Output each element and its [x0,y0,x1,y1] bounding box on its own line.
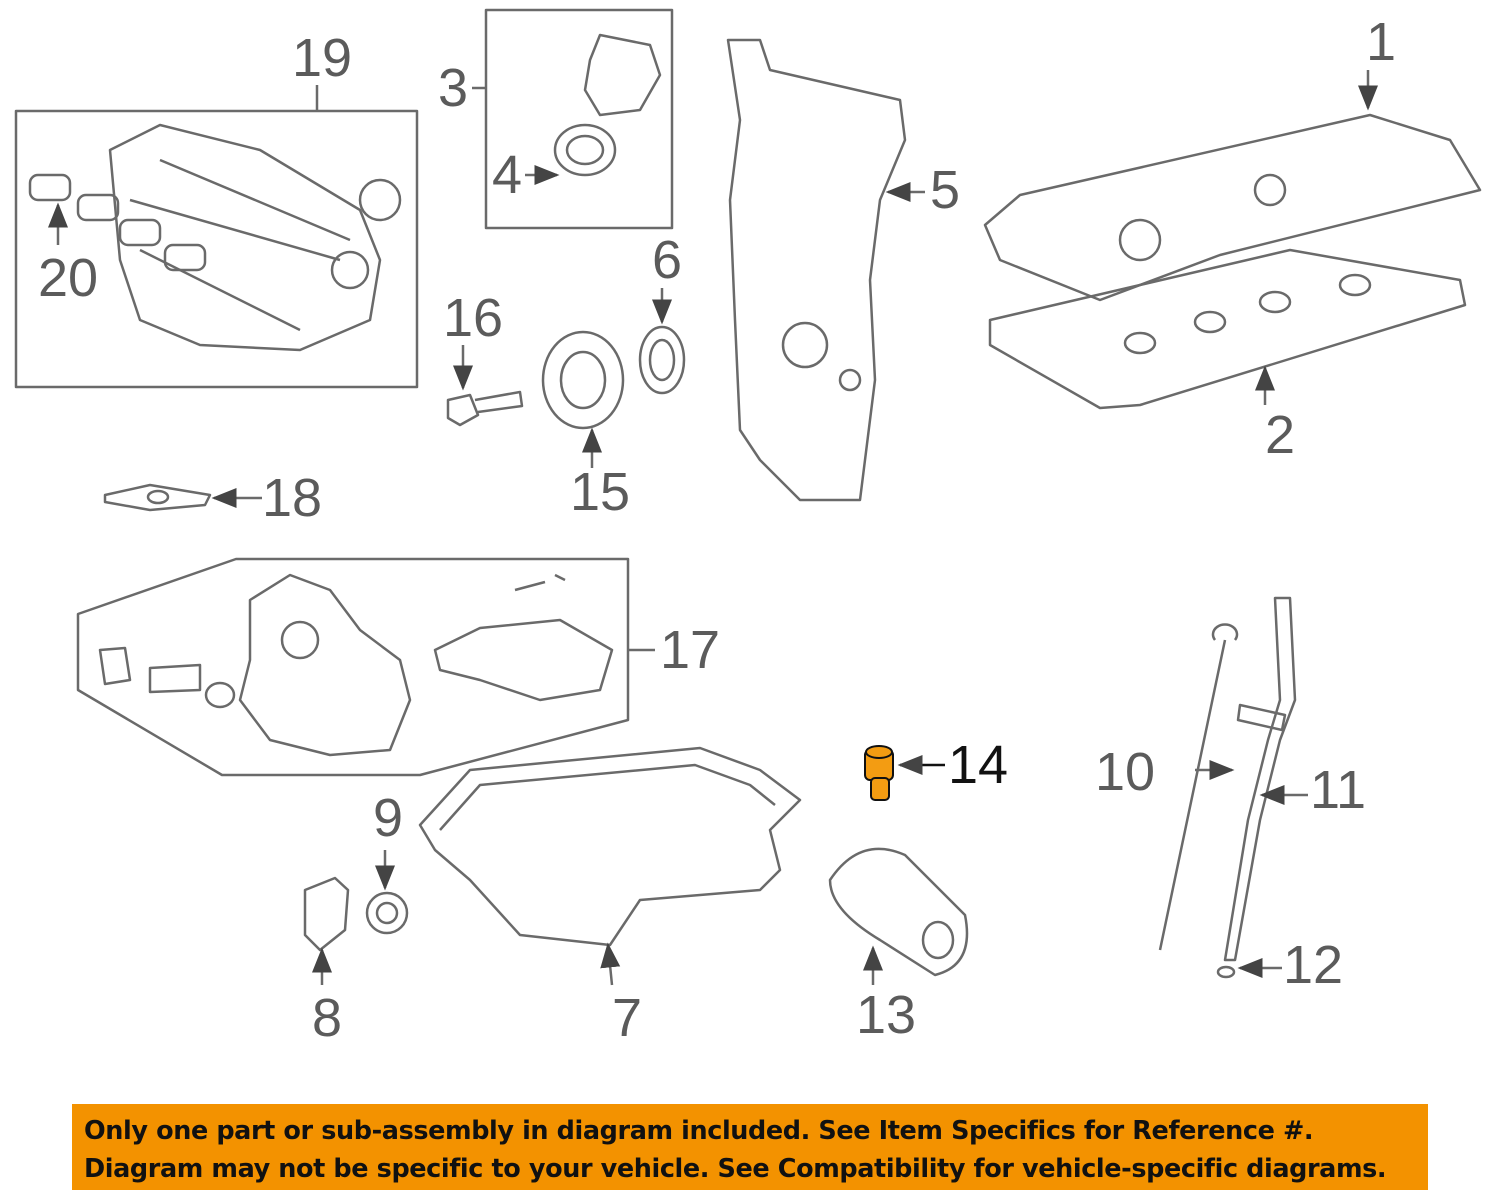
dipstick-part [1158,623,1239,951]
oil-pump-part [98,573,614,757]
box-19 [14,109,419,389]
callout-5: 5 [929,160,961,220]
callout-9: 9 [372,788,404,848]
oil-filter-part [828,847,969,977]
box-3 [484,8,674,230]
callout-4: 4 [491,145,523,205]
oil-cap-part [583,33,662,117]
callout-6: 6 [651,230,683,290]
dipstick-tube-part [1223,596,1297,962]
callout-10: 10 [1094,742,1156,802]
intake-manifold-part [108,123,402,352]
pulley-15-part [541,330,625,430]
disclaimer-line-2: Diagram may not be specific to your vehi… [84,1154,1387,1184]
callout-18: 18 [261,468,323,528]
highlighted-part-14 [864,745,894,801]
callout-3: 3 [437,58,469,118]
callout-12: 12 [1282,935,1344,995]
callout-19: 19 [291,28,353,88]
callout-14: 14 [947,735,1009,795]
oil-pan-part [418,746,802,947]
callout-2: 2 [1264,405,1296,465]
callout-16: 16 [442,288,504,348]
callout-1: 1 [1365,12,1397,72]
cap-seal-part [553,123,617,177]
callout-7: 7 [611,988,643,1048]
gasket-18-part [103,483,212,512]
bolt-16-part [446,390,524,427]
box-17 [76,557,630,777]
valve-cover-part [983,113,1482,302]
callout-20: 20 [37,248,99,308]
gasket-20 [28,173,207,272]
callout-17: 17 [659,620,721,680]
washer-9-part [365,891,409,935]
callout-11: 11 [1309,760,1367,820]
callout-13: 13 [855,985,917,1045]
oil-seal-6-part [638,325,686,395]
callout-15: 15 [569,462,631,522]
timing-cover-part [726,38,907,502]
callout-8: 8 [311,988,343,1048]
disclaimer-banner: Only one part or sub-assembly in diagram… [72,1104,1428,1190]
drain-plug-8-part [303,876,350,952]
valve-cover-gasket-part [988,248,1467,410]
o-ring-12-part [1216,965,1236,979]
disclaimer-line-1: Only one part or sub-assembly in diagram… [84,1116,1314,1146]
